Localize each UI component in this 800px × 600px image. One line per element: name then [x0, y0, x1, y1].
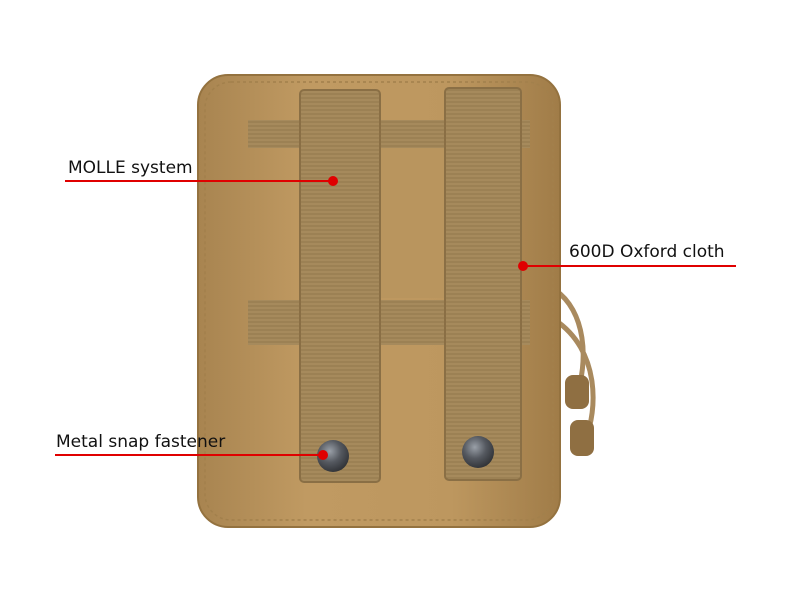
strap-left: [299, 89, 381, 483]
callout-oxford-cloth: 600D Oxford cloth: [569, 242, 725, 262]
callout-snap-fastener: Metal snap fastener: [56, 432, 226, 452]
zipper-cord-right: [553, 287, 596, 456]
strap-right: [444, 87, 522, 481]
snap-fastener-right: [462, 436, 494, 468]
callout-lines: [55, 176, 736, 460]
snap-fastener-left: [317, 440, 349, 472]
callout-molle-system: MOLLE system: [68, 158, 193, 178]
